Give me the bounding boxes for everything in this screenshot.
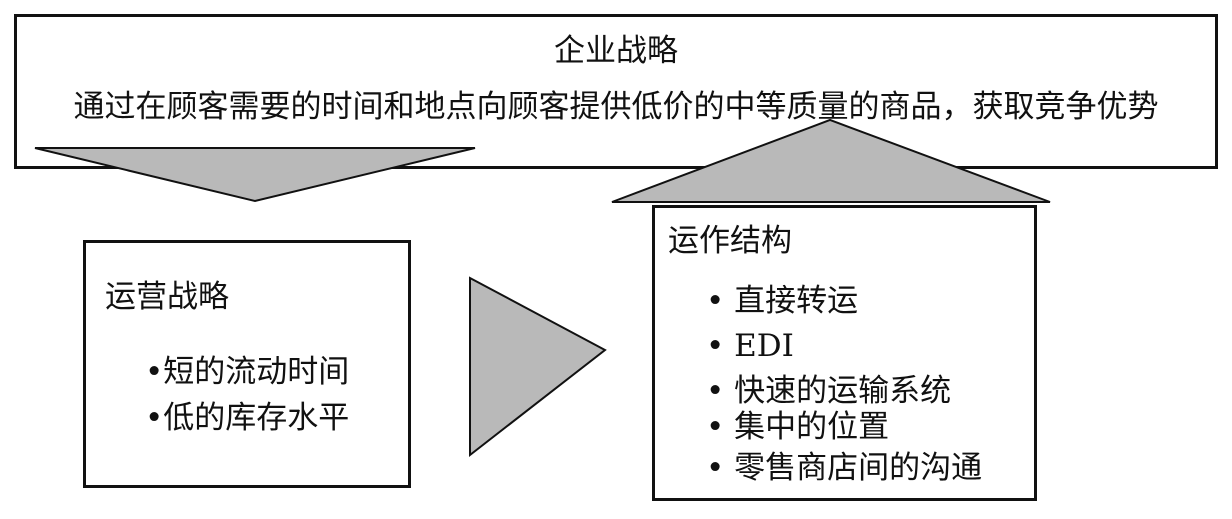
operations-strategy-title: 运营战略 xyxy=(105,279,229,315)
corporate-strategy-box xyxy=(14,14,1218,169)
operating-structure-title: 运作结构 xyxy=(668,223,792,259)
right-arrow xyxy=(469,276,607,458)
operations-strategy-box xyxy=(83,240,411,488)
corporate-strategy-description: 通过在顾客需要的时间和地点向顾客提供低价的中等质量的商品，获取竞争优势 xyxy=(73,89,1159,125)
operations-strategy-item: •低的库存水平 xyxy=(145,400,350,436)
corporate-strategy-title: 企业战略 xyxy=(554,33,678,69)
operating-structure-item: • 快速的运输系统 xyxy=(706,373,952,409)
down-arrow xyxy=(34,147,476,203)
operating-structure-box xyxy=(652,205,1037,501)
operating-structure-item: • EDI xyxy=(706,328,794,364)
operations-strategy-item: •短的流动时间 xyxy=(145,354,350,390)
operating-structure-item: • 零售商店间的沟通 xyxy=(706,450,983,486)
operating-structure-item: • 集中的位置 xyxy=(706,409,890,445)
operating-structure-item: • 直接转运 xyxy=(706,283,859,319)
up-arrow xyxy=(611,118,1051,203)
